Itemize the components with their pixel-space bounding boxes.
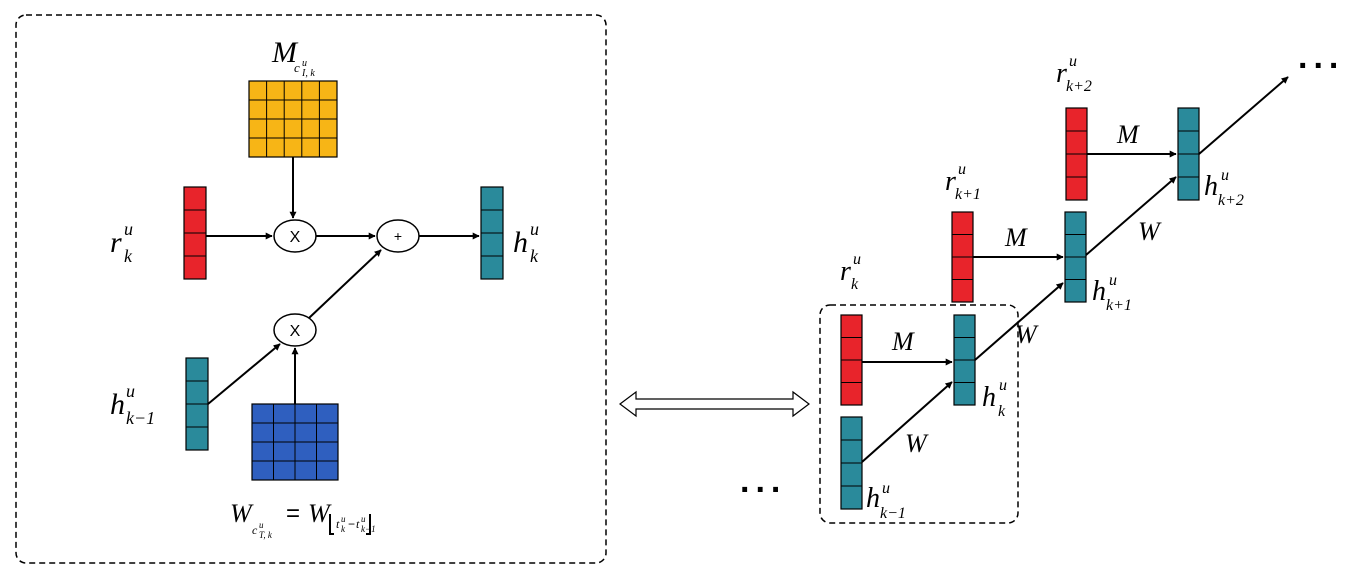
multiply-node-bottom (273, 313, 317, 347)
svg-text:k−1: k−1 (361, 524, 376, 534)
right-hprev-sub: k−1 (880, 505, 906, 522)
hprev-label: h (110, 388, 125, 421)
equivalence-double-arrow (619, 390, 810, 418)
matrix-m-label: M (271, 36, 299, 69)
step-k1-h-label: h (1092, 276, 1106, 307)
arrow-hk2-out (1198, 76, 1289, 155)
multiply-symbol-bottom: X (290, 323, 301, 340)
matrix-m (248, 80, 338, 158)
step-k-h-sup: u (999, 377, 1007, 394)
svg-text:−: − (348, 517, 355, 531)
r-sub: k (124, 246, 133, 266)
h-sub: k (530, 246, 539, 266)
step-k1-h-sub: k+1 (1106, 297, 1132, 314)
matrix-m-sub-sup: u (302, 58, 307, 69)
arrow-hk-to-hk1 (974, 282, 1064, 361)
right-hprev-vector (840, 416, 863, 510)
step-k-r-sub: k (851, 276, 859, 293)
w-formula: W c u T, k = W t u k − t u k−1 (230, 499, 376, 540)
step-k-r-label: r (840, 256, 851, 287)
svg-text:T, k: T, k (259, 530, 273, 540)
right-hprev-label: h (866, 483, 880, 514)
matrix-m-sub: c (294, 60, 300, 75)
multiply-symbol-top: X (290, 229, 301, 246)
arrow-hprev-to-multiply (207, 343, 281, 405)
svg-text:c: c (252, 523, 258, 537)
hprev-sup: u (126, 381, 135, 401)
step-k1-r-vector (951, 211, 974, 303)
step-k1-r-sup: u (958, 161, 966, 178)
step-k-h-label: h (982, 382, 996, 413)
hprev-vector (185, 357, 209, 451)
step-k1-m-label: M (1004, 223, 1028, 252)
r-label: r (110, 226, 122, 259)
arrow-multiply-to-add-diag (308, 249, 382, 319)
step-k2-h-vector (1177, 107, 1200, 201)
step-k2-h-sup: u (1221, 167, 1229, 184)
step-k1-w-label: W (1015, 320, 1039, 349)
svg-text:W: W (308, 499, 332, 528)
matrix-w (251, 403, 339, 481)
step-k-r-vector (840, 314, 863, 406)
step-k2-r-sup: u (1069, 53, 1077, 70)
step-k1-r-sub: k+1 (955, 186, 981, 203)
r-vector (183, 186, 207, 280)
step-k-h-sub: k (998, 403, 1006, 420)
step-k1-h-vector (1064, 211, 1087, 303)
h-label: h (513, 226, 528, 259)
step-k2-w-label: W (1138, 217, 1162, 246)
step-k1-h-sup: u (1109, 272, 1117, 289)
svg-text:u: u (361, 514, 366, 524)
step-k-m-label: M (891, 327, 915, 356)
right-hprev-sup: u (882, 480, 890, 497)
arrow-hprev-to-hk (861, 381, 953, 463)
arrow-hk1-to-hk2 (1085, 176, 1177, 256)
r-sup: u (124, 219, 133, 239)
svg-text:t: t (336, 517, 340, 531)
svg-text:=: = (286, 500, 300, 527)
add-symbol: + (394, 228, 402, 244)
ellipsis-end: ... (1298, 38, 1344, 76)
ellipsis-start: ... (740, 462, 786, 500)
step-k2-m-label: M (1116, 120, 1140, 149)
matrix-m-sub-sub: I, k (301, 68, 315, 79)
right-panel: ... r u k M h u k W h u k−1 r u k+1 M h … (740, 38, 1344, 524)
h-sup: u (530, 219, 539, 239)
step-k2-h-label: h (1204, 171, 1218, 202)
step-k2-r-sub: k+2 (1066, 78, 1092, 95)
step-k2-r-vector (1065, 107, 1088, 201)
svg-text:u: u (341, 514, 346, 524)
svg-text:u: u (259, 520, 264, 530)
svg-text:W: W (230, 499, 254, 528)
step-k2-h-sub: k+2 (1218, 192, 1244, 209)
step-k2-r-label: r (1056, 58, 1067, 89)
step-k-r-sup: u (853, 251, 861, 268)
svg-text:k: k (341, 524, 346, 534)
svg-text:t: t (356, 517, 360, 531)
step-k-h-vector (953, 314, 976, 406)
left-panel: M c u I, k r u k X + h u k X h u k−1 (15, 14, 607, 564)
unrolled-step-border (819, 304, 1019, 524)
left-panel-border (15, 14, 607, 564)
step-k-w-label: W (905, 429, 929, 458)
step-k1-r-label: r (945, 166, 956, 197)
hprev-sub: k−1 (126, 408, 155, 428)
h-vector (480, 186, 504, 280)
